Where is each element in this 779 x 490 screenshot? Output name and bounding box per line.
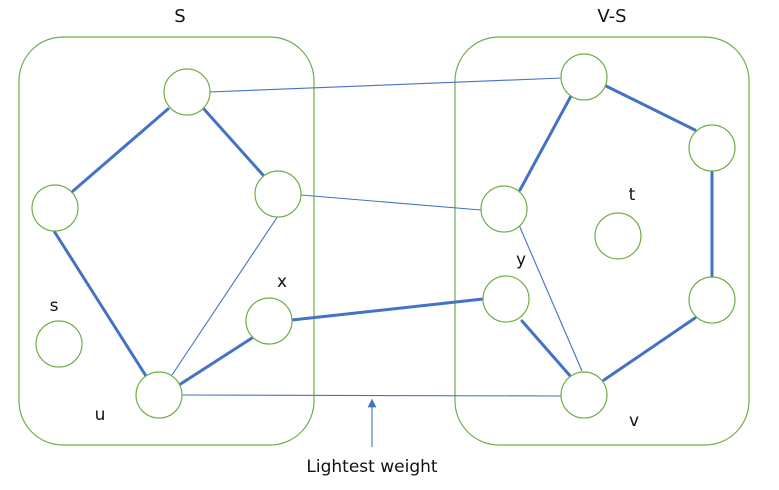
edge-u-to-x <box>177 336 254 387</box>
edge-top-to-righttop <box>208 77 563 93</box>
edge-left-to-u <box>52 229 148 378</box>
node-u <box>135 371 183 419</box>
edge-top-to-right <box>201 106 265 177</box>
label-v: v <box>629 411 639 431</box>
nodes <box>31 53 736 419</box>
label-t: t <box>629 185 636 205</box>
edge-x-to-yb <box>290 297 485 322</box>
label-x: x <box>277 272 287 292</box>
set-v-minus-s-title: V-S <box>597 6 626 27</box>
edge-yb-to-v <box>520 319 574 380</box>
node-top <box>163 68 211 116</box>
label-u: u <box>95 405 106 425</box>
lightest-weight-caption: Lightest weight <box>306 457 437 477</box>
node-x <box>245 297 293 345</box>
node-left <box>31 184 79 232</box>
node-righttop <box>560 53 608 101</box>
thick-edges <box>52 84 714 387</box>
edge-top-to-left <box>71 107 170 193</box>
edge-right-to-u <box>171 215 279 376</box>
edge-y-to-v <box>518 224 583 372</box>
set-v-minus-s-region <box>454 36 750 446</box>
node-y-mid <box>480 185 528 233</box>
node-right <box>254 170 302 218</box>
set-s-title: S <box>174 6 185 27</box>
label-y: y <box>516 250 526 270</box>
node-y <box>482 275 530 323</box>
set-s-region <box>18 36 315 446</box>
edge-righttop-to-far <box>604 84 697 132</box>
edge-u-to-v-lightest <box>181 394 562 397</box>
node-t <box>594 212 642 260</box>
node-s <box>35 320 83 368</box>
edge-right-to-y <box>300 194 482 211</box>
label-s: s <box>50 296 59 316</box>
thin-edges <box>171 77 583 397</box>
node-right-bottom <box>688 276 736 324</box>
edge-rb-to-v <box>602 316 697 382</box>
node-far-right <box>688 124 736 172</box>
edge-righttop-to-ymid <box>518 94 573 192</box>
node-v <box>560 371 608 419</box>
